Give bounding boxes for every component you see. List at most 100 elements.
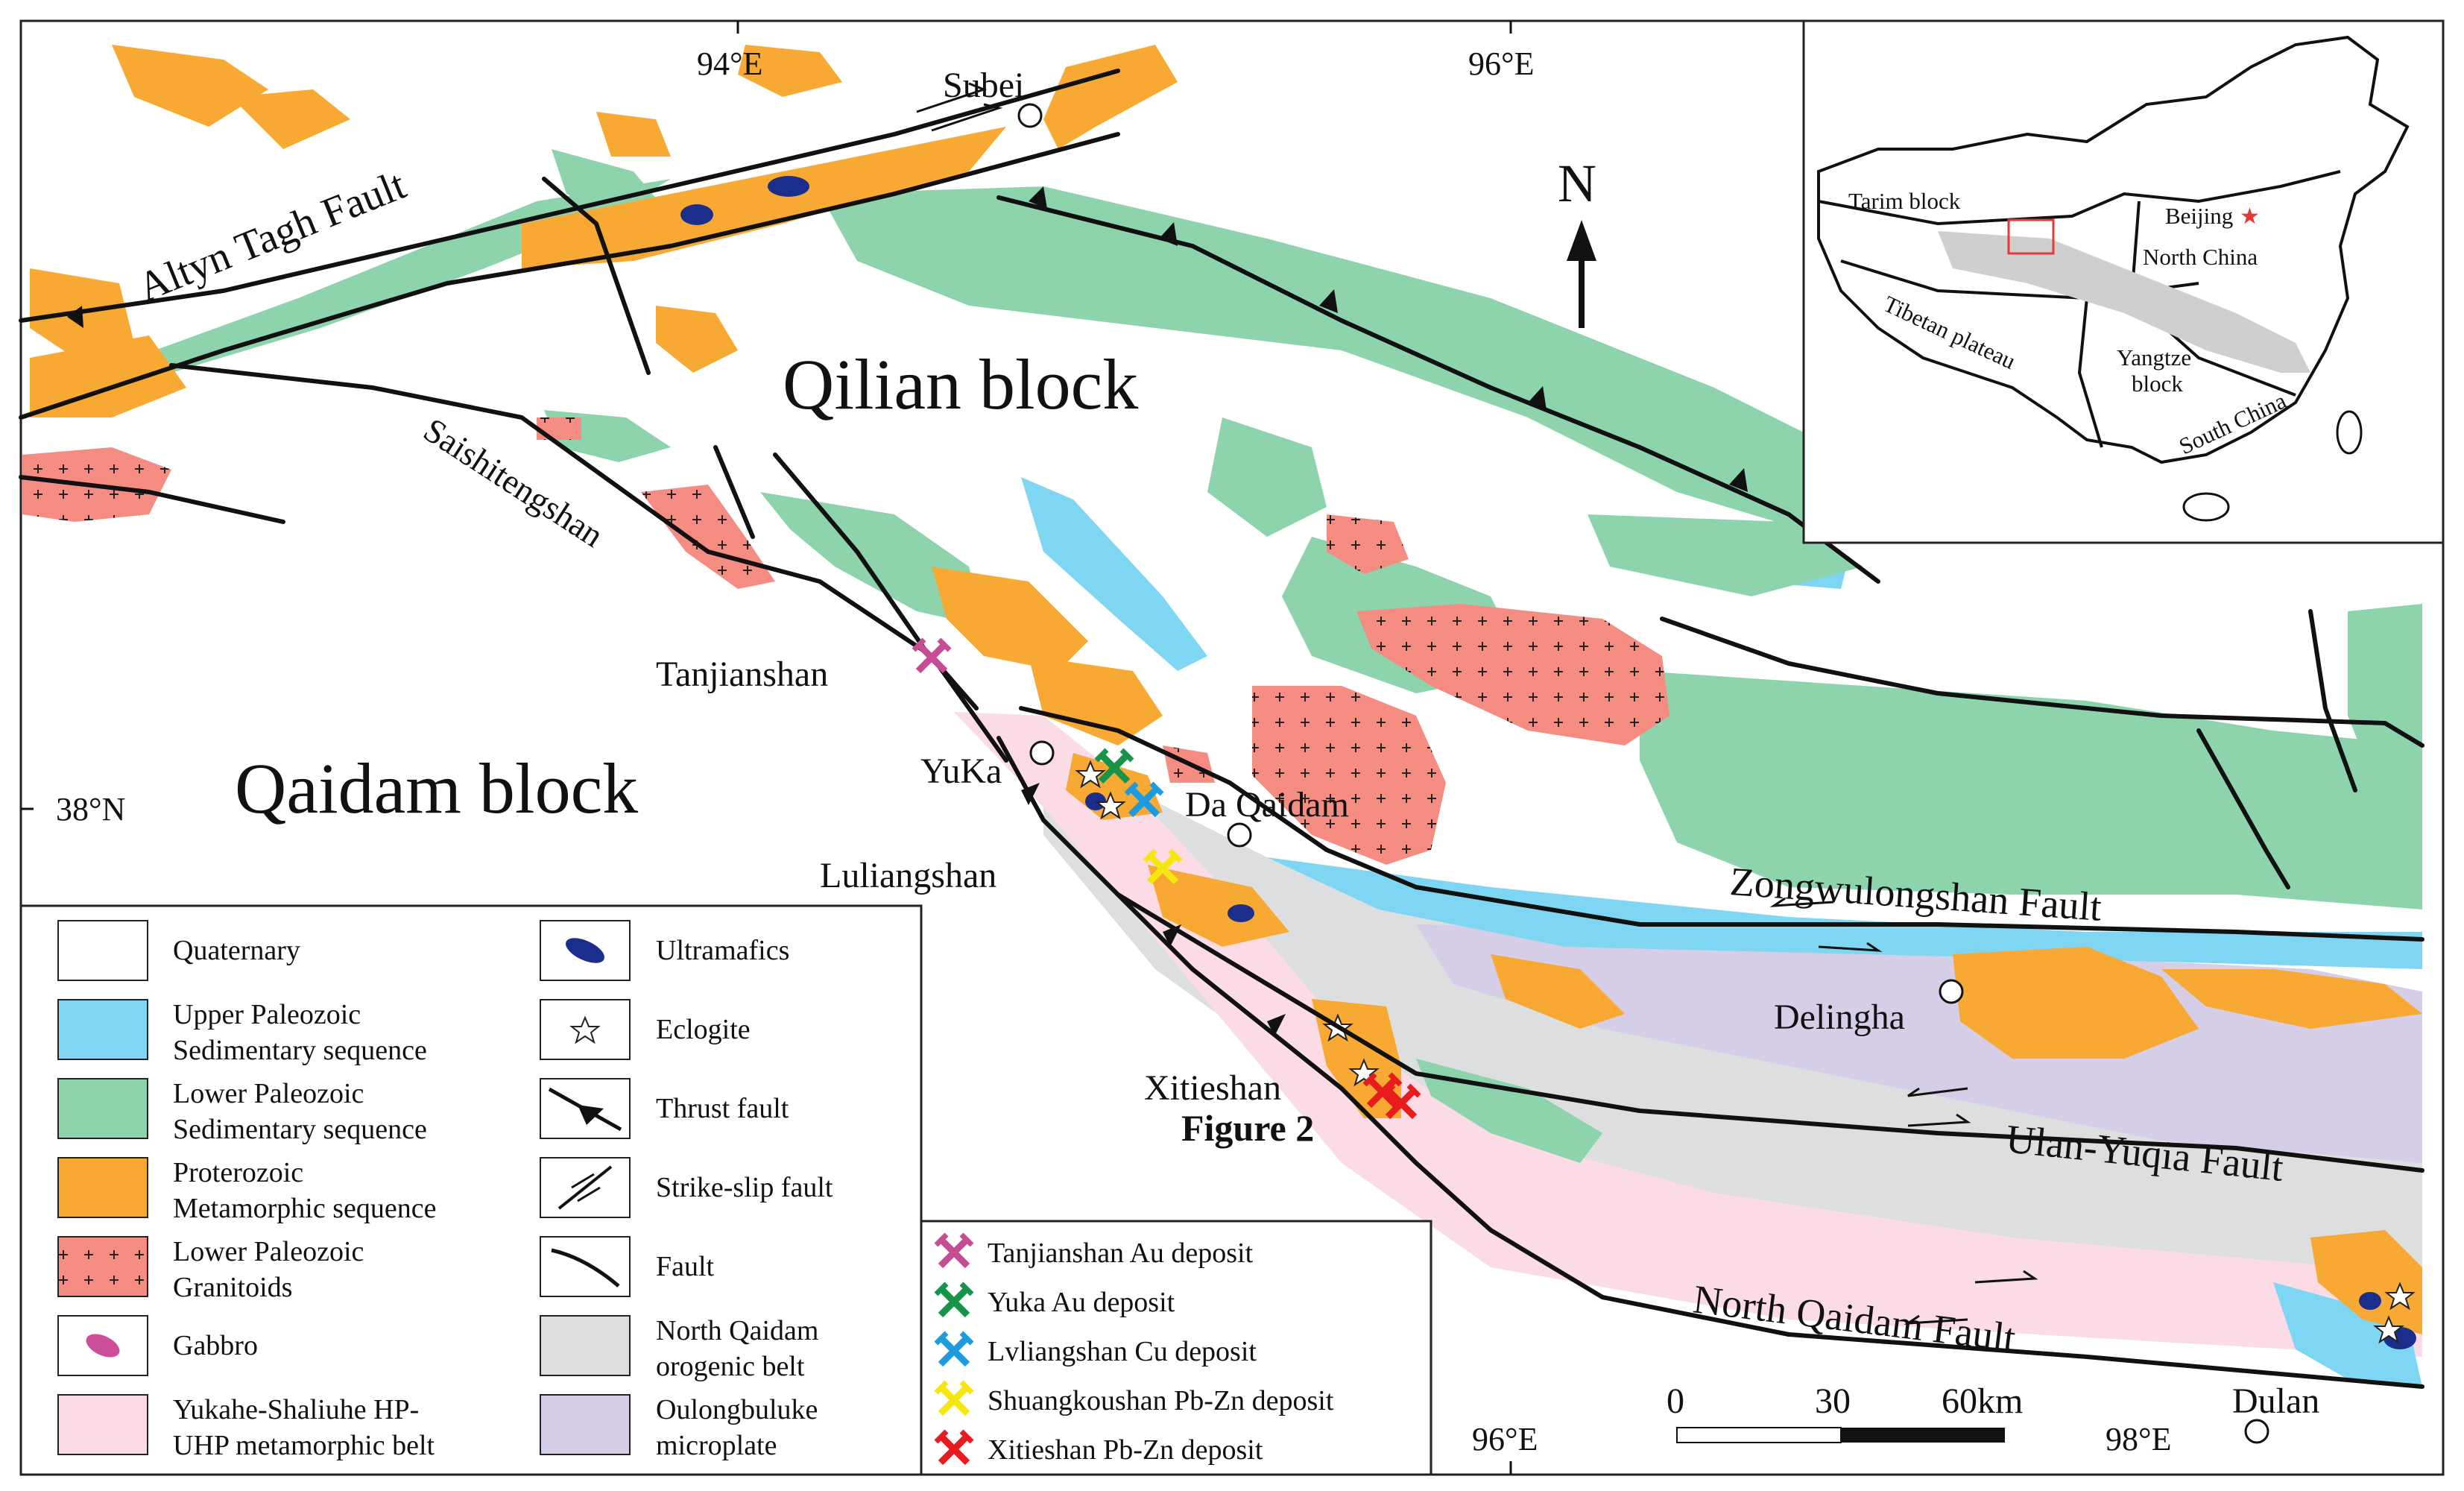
lon-98-label: 98°E xyxy=(2106,1421,2171,1457)
legend-label: Thrust fault xyxy=(656,1093,789,1124)
qaidam-block-label: Qaidam block xyxy=(235,748,638,828)
legend-label: Yukahe-Shaliuhe HP- xyxy=(173,1394,419,1425)
fault-line xyxy=(773,453,979,710)
legend-label: Lower Paleozoic xyxy=(173,1236,364,1267)
subei-marker xyxy=(1017,103,1043,128)
legend-frame xyxy=(19,904,923,1476)
thrust-tooth xyxy=(1267,1014,1286,1036)
microplate-swatch xyxy=(540,1394,631,1455)
upper-paleozoic-patch xyxy=(1021,477,1207,671)
lower-paleozoic-swatch xyxy=(57,1078,148,1139)
zongwulongshan-fault-line xyxy=(1019,706,2424,942)
scale-0-label: 0 xyxy=(1667,1381,1684,1421)
inset-island xyxy=(2182,492,2230,522)
fault-line xyxy=(2196,728,2290,889)
deposit-label: Lvliangshan Cu deposit xyxy=(988,1336,1257,1367)
luliangshan-label: Luliangshan xyxy=(820,856,996,895)
altyn-tagh-fault-line xyxy=(19,69,1120,323)
legend-item: Quaternary xyxy=(57,920,300,981)
legend-item: Thrust fault xyxy=(540,1078,789,1139)
dulan-marker xyxy=(2244,1419,2269,1444)
gabbro-icon xyxy=(86,1334,120,1358)
ultramafic-body xyxy=(2359,1292,2381,1310)
legend-label: Quaternary xyxy=(173,935,300,966)
deposit-label: Shuangkoushan Pb-Zn deposit xyxy=(988,1385,1334,1416)
ultramafic-icon xyxy=(566,938,604,963)
granitoid-area xyxy=(1252,686,1446,865)
inset-north-china-label: North China xyxy=(2143,244,2258,270)
strike-slip-arrows xyxy=(571,1173,601,1202)
deposit-item: Tanjianshan Au deposit xyxy=(936,1235,1254,1269)
upper-paleozoic-band xyxy=(1267,857,2422,969)
legend-label: Gabbro xyxy=(173,1330,258,1361)
strike-slip-icon xyxy=(557,1165,613,1210)
ultramafic-body xyxy=(768,176,809,197)
granitoid-area xyxy=(1356,604,1669,746)
figure-2-reference: Figure 2 xyxy=(1181,1107,1314,1149)
lower-paleozoic-area xyxy=(1588,514,1863,596)
legend-item: North Qaidam orogenic belt xyxy=(540,1315,818,1382)
thrust-tooth xyxy=(578,1105,604,1125)
proterozoic-area xyxy=(231,89,350,149)
granitoid-area xyxy=(1327,514,1409,574)
deposit-label: Yuka Au deposit xyxy=(988,1287,1175,1318)
lower-paleozoic-area xyxy=(760,492,984,626)
proterozoic-area xyxy=(2161,969,2422,1029)
thrust-tooth xyxy=(67,306,83,328)
legend-label: Ultramafics xyxy=(656,935,789,966)
lon-94-label: 94°E xyxy=(697,45,762,82)
tanjianshan-label: Tanjianshan xyxy=(656,655,828,694)
inset-block-boundary xyxy=(1818,170,2341,226)
thrust-tooth xyxy=(1021,783,1040,805)
scale-30-label: 30 xyxy=(1815,1381,1851,1421)
fault-line xyxy=(2308,609,2357,792)
proterozoic-area xyxy=(1491,954,1625,1029)
north-arrow: N xyxy=(1558,154,1596,328)
strike-slip-arrow xyxy=(1907,1113,1971,1127)
legend-label: Strike-slip fault xyxy=(656,1172,833,1203)
proterozoic-area xyxy=(522,127,1006,268)
hp-uhp-belt-swatch xyxy=(57,1394,148,1455)
upper-paleozoic-swatch xyxy=(57,999,148,1060)
legend-label: Upper Paleozoic xyxy=(173,999,361,1030)
proterozoic-area xyxy=(30,335,186,417)
proterozoic-area xyxy=(1148,865,1289,947)
proterozoic-area xyxy=(656,306,738,373)
quaternary-swatch xyxy=(57,920,148,981)
lower-paleozoic-area xyxy=(1416,1059,1602,1163)
delingha-marker xyxy=(1939,979,1964,1004)
legend-label: North Qaidam xyxy=(656,1315,818,1346)
inset-orogenic-belt xyxy=(1938,231,2310,373)
fault-line xyxy=(713,445,755,539)
yuka-marker xyxy=(1029,740,1055,766)
scale-60-label: 60km xyxy=(1942,1381,2023,1421)
legend-label: orogenic belt xyxy=(656,1351,805,1382)
proterozoic-area xyxy=(112,45,268,127)
proterozoic-area xyxy=(1953,947,2199,1059)
dulan-label: Dulan xyxy=(2232,1381,2319,1421)
proterozoic-area xyxy=(932,567,1088,671)
proterozoic-area xyxy=(1029,656,1163,746)
inset-block-boundary xyxy=(2077,297,2103,448)
strike-slip-arrow xyxy=(931,103,1003,132)
thrust-tooth xyxy=(1159,222,1178,246)
lower-paleozoic-area xyxy=(1640,671,2422,910)
strike-slip-arrow xyxy=(1769,897,1834,907)
grid-ticks xyxy=(21,21,1512,1475)
deposit-item: Xitieshan Pb-Zn deposit xyxy=(936,1431,1263,1466)
upper-paleozoic-patch xyxy=(2273,1282,2422,1387)
lower-paleozoic-area xyxy=(820,186,1938,537)
north-qaidam-fault-line xyxy=(996,736,2424,1389)
legend-item: Ultramafics xyxy=(540,920,789,981)
ultramafic-body xyxy=(680,204,713,225)
legend-label: Oulongbuluke xyxy=(656,1394,818,1425)
